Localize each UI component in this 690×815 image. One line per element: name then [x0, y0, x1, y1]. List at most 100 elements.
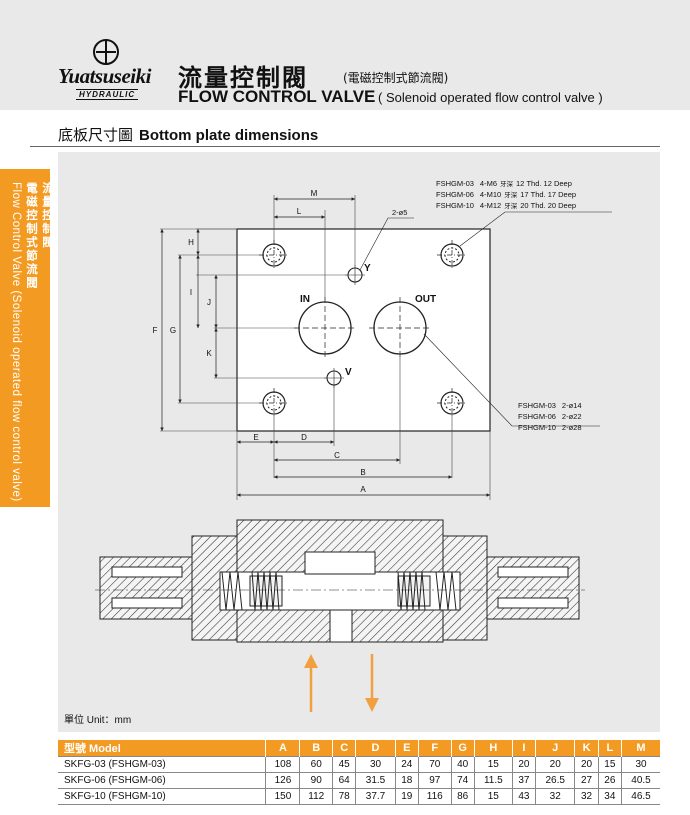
- table-cell: 40: [451, 756, 475, 773]
- dim-f: F: [153, 326, 158, 335]
- dimension-table: 型號 Model A B C D E F G H I J K L M SKFG-…: [58, 740, 660, 805]
- dim-c: C: [334, 451, 340, 460]
- table-header: D: [355, 740, 396, 757]
- header-banner: Yuatsuseiki HYDRAULIC 流量控制閥 (電磁控制式節流閥) F…: [0, 0, 690, 110]
- pin-y: [345, 265, 365, 285]
- label-out: OUT: [415, 294, 436, 305]
- table-cell-model: SKFG-10 (FSHGM-10): [58, 788, 267, 805]
- dim-m: M: [311, 189, 318, 198]
- table-cell: 45: [332, 756, 357, 773]
- table-cell: 15: [474, 788, 513, 805]
- table-header: L: [598, 740, 623, 757]
- dim-d: D: [301, 433, 307, 442]
- dim-g: G: [170, 326, 176, 335]
- port-in: [294, 297, 356, 359]
- table-cell: 18: [395, 772, 419, 789]
- table-cell: 20: [512, 756, 537, 773]
- valve-cross-section: [99, 519, 580, 643]
- table-header: A: [265, 740, 301, 757]
- table-header-model: 型號 Model: [58, 740, 267, 757]
- table-cell: 15: [598, 756, 623, 773]
- brand-sub: HYDRAULIC: [76, 89, 139, 100]
- technical-drawing: M L E D C B A F G H I J K IN OUT Y V: [95, 179, 612, 712]
- table-header: M: [621, 740, 660, 757]
- table-cell: 30: [355, 756, 396, 773]
- table-cell: 46.5: [621, 788, 660, 805]
- table-cell: 11.5: [474, 772, 513, 789]
- port-out: [369, 297, 431, 359]
- table-row: SKFG-03 (FSHGM-03) 108 60 45 30 24 70 40…: [58, 756, 660, 773]
- table-header: F: [418, 740, 452, 757]
- dim-i: I: [190, 288, 192, 297]
- table-cell: 60: [299, 756, 334, 773]
- table-cell: 126: [265, 772, 301, 789]
- table-cell: 86: [451, 788, 475, 805]
- pin-spec: 2-ø5: [392, 208, 407, 217]
- table-cell: 26.5: [535, 772, 576, 789]
- bolt-hole: [437, 240, 467, 270]
- dim-l: L: [297, 207, 302, 216]
- table-cell: 74: [451, 772, 475, 789]
- table-cell: 78: [332, 788, 357, 805]
- label-v: V: [345, 367, 352, 378]
- side-tab: [0, 169, 50, 507]
- table-cell: 24: [395, 756, 419, 773]
- table-header: K: [574, 740, 599, 757]
- side-tab-cn-1: 流量控制閥: [41, 182, 55, 250]
- table-cell: 31.5: [355, 772, 396, 789]
- table-cell: 27: [574, 772, 599, 789]
- table-header: E: [395, 740, 419, 757]
- page-subtitle-cn: (電磁控制式節流閥): [343, 71, 449, 85]
- flow-in-arrow: [304, 654, 318, 712]
- table-cell: 20: [535, 756, 576, 773]
- label-y: Y: [364, 263, 371, 274]
- dim-j: J: [207, 298, 211, 307]
- table-cell: 37: [512, 772, 537, 789]
- table-row: SKFG-06 (FSHGM-06) 126 90 64 31.5 18 97 …: [58, 772, 660, 789]
- table-cell: 70: [418, 756, 452, 773]
- bolt-hole: [259, 240, 289, 270]
- dim-h: H: [188, 238, 194, 247]
- table-cell: 150: [265, 788, 301, 805]
- table-cell-model: SKFG-03 (FSHGM-03): [58, 756, 267, 773]
- table-cell: 15: [474, 756, 513, 773]
- table-header: B: [299, 740, 334, 757]
- brand-name: Yuatsuseiki: [58, 64, 151, 88]
- table-cell: 116: [418, 788, 452, 805]
- side-tab-text: 流量控制閥 電磁控制式節流閥 Flow Control Valve (Solen…: [8, 182, 56, 502]
- page-title-en: FLOW CONTROL VALVE: [178, 87, 376, 106]
- dim-b: B: [360, 468, 365, 477]
- section-divider: [30, 146, 660, 147]
- table-cell: 19: [395, 788, 419, 805]
- logo-crosshair-icon: [93, 39, 119, 65]
- table-header: C: [332, 740, 357, 757]
- spring-right: [397, 571, 457, 611]
- svg-text:FSHGM-062-ø22: FSHGM-062-ø22: [518, 412, 582, 421]
- table-header: G: [451, 740, 475, 757]
- table-header: I: [512, 740, 537, 757]
- table-header-row: 型號 Model A B C D E F G H I J K L M: [58, 740, 660, 757]
- table-cell: 30: [621, 756, 660, 773]
- table-cell: 32: [535, 788, 576, 805]
- table-cell-model: SKFG-06 (FSHGM-06): [58, 772, 267, 789]
- table-cell: 20: [574, 756, 599, 773]
- page-subtitle-en: ( Solenoid operated flow control valve ): [378, 90, 603, 105]
- table-cell: 97: [418, 772, 452, 789]
- bolt-hole: [259, 388, 289, 418]
- table-cell: 26: [598, 772, 623, 789]
- table-cell: 37.7: [355, 788, 396, 805]
- table-cell: 34: [598, 788, 623, 805]
- table-header: J: [535, 740, 576, 757]
- table-row: SKFG-10 (FSHGM-10) 150 112 78 37.7 19 11…: [58, 788, 660, 805]
- svg-text:FSHGM-032-ø14: FSHGM-032-ø14: [518, 401, 582, 410]
- side-tab-cn-2: 電磁控制式節流閥: [25, 182, 39, 290]
- page-title-cn: 流量控制閥: [178, 64, 308, 92]
- section-title-en: Bottom plate dimensions: [139, 127, 319, 144]
- table-cell: 108: [265, 756, 301, 773]
- drawing-panel: M L E D C B A F G H I J K IN OUT Y V: [58, 152, 660, 732]
- table-cell: 32: [574, 788, 599, 805]
- bolt-hole: [437, 388, 467, 418]
- side-tab-en: Flow Control Valve (Solenoid operated fl…: [10, 182, 22, 502]
